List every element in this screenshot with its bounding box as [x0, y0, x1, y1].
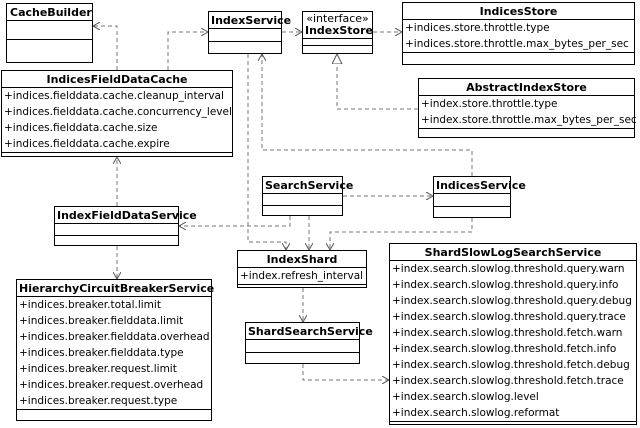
attributes-section — [263, 194, 342, 206]
link-shardsearchservice-slowlog — [302, 364, 389, 380]
operations-section — [390, 422, 636, 426]
attribute: +index.search.slowlog.threshold.query.in… — [392, 279, 619, 291]
class-name: SearchService — [263, 179, 354, 194]
attributes-section — [434, 194, 510, 207]
class-name: AbstractIndexStore — [419, 79, 634, 96]
class-name: IndexFieldDataService — [55, 209, 197, 224]
class-name: ShardSlowLogSearchService — [390, 244, 636, 261]
attribute: +index.search.slowlog.threshold.fetch.wa… — [392, 327, 623, 339]
attributes-section — [209, 29, 281, 42]
class-name: IndicesService — [434, 179, 526, 194]
attribute: +indices.breaker.request.limit — [19, 363, 177, 375]
attribute: +index.search.slowlog.threshold.fetch.in… — [392, 343, 617, 355]
class-index-field-data-service[interactable]: IndexFieldDataService — [54, 206, 197, 246]
attributes-section: +indices.breaker.total.limit +indices.br… — [17, 297, 211, 410]
attribute: +index.store.throttle.max_bytes_per_sec — [421, 114, 637, 126]
attribute: +index.search.slowlog.threshold.fetch.tr… — [392, 375, 624, 387]
attribute: +index.search.slowlog.threshold.fetch.de… — [392, 359, 630, 371]
class-abstract-index-store[interactable]: AbstractIndexStore +index.store.throttle… — [418, 78, 637, 138]
attributes-section: +index.store.throttle.type +index.store.… — [419, 96, 637, 129]
class-name: IndexService — [209, 14, 292, 29]
attribute: +indices.fielddata.cache.concurrency_lev… — [4, 106, 232, 118]
class-indices-service[interactable]: IndicesService — [433, 176, 526, 218]
class-index-shard[interactable]: IndexShard +index.refresh_interval — [237, 250, 367, 288]
link-ifdc-indexservice — [167, 32, 208, 70]
link-abstractindexstore-indexstore — [337, 54, 418, 110]
operations-section — [419, 129, 634, 136]
class-name: IndexShard — [238, 251, 366, 268]
attribute: +indices.store.throttle.type — [405, 22, 550, 34]
attribute: +indices.store.throttle.max_bytes_per_se… — [405, 38, 629, 50]
class-indices-store[interactable]: IndicesStore +indices.store.throttle.typ… — [402, 2, 635, 65]
attributes-section: +indices.fielddata.cache.cleanup_interva… — [2, 88, 232, 153]
class-name: IndexStore — [305, 24, 373, 37]
link-ifdc-cachebuilder — [93, 26, 118, 70]
operations-section — [246, 353, 359, 364]
attribute: +indices.fielddata.cache.expire — [4, 138, 170, 150]
operations-section — [303, 46, 372, 52]
stereotype-label: «interface» — [306, 12, 369, 25]
attribute: +index.search.slowlog.reformat — [392, 407, 560, 419]
link-searchservice-ifds — [179, 216, 291, 226]
attribute: +index.search.slowlog.level — [392, 391, 539, 403]
operations-section — [17, 410, 211, 414]
link-indexservice-indexshard — [247, 54, 286, 250]
attribute: +indices.fielddata.cache.cleanup_interva… — [4, 90, 224, 102]
attribute: +index.refresh_interval — [240, 270, 364, 282]
class-index-service[interactable]: IndexService — [208, 11, 292, 54]
class-indices-field-data-cache[interactable]: IndicesFieldDataCache +indices.fielddata… — [1, 70, 233, 157]
attribute: +indices.fielddata.cache.size — [4, 122, 158, 134]
class-search-service[interactable]: SearchService — [262, 176, 354, 216]
attribute: +index.search.slowlog.threshold.query.tr… — [392, 311, 626, 323]
class-name: HierarchyCircuitBreakerService — [17, 282, 215, 297]
attribute: +indices.breaker.total.limit — [19, 299, 161, 311]
operations-section — [434, 207, 510, 218]
attributes-section — [303, 39, 372, 46]
operations-section — [55, 236, 178, 246]
operations-section — [238, 285, 366, 288]
class-name: ShardSearchService — [246, 325, 373, 340]
attributes-section: +index.refresh_interval — [238, 268, 366, 285]
operations-section — [2, 153, 232, 159]
operations-section — [209, 42, 281, 54]
operations-section — [7, 40, 92, 62]
class-shard-slow-log-search-service[interactable]: ShardSlowLogSearchService +index.search.… — [389, 243, 637, 425]
class-header: «interface» IndexStore — [303, 12, 373, 39]
class-name: IndicesStore — [403, 3, 634, 20]
class-name: IndicesFieldDataCache — [2, 71, 232, 88]
attributes-section — [55, 224, 178, 236]
attribute: +indices.breaker.fielddata.overhead — [19, 331, 210, 343]
attributes-section: +index.search.slowlog.threshold.query.wa… — [390, 261, 636, 422]
attribute: +index.store.throttle.type — [421, 98, 558, 110]
attribute: +indices.breaker.request.type — [19, 395, 178, 407]
interface-index-store[interactable]: «interface» IndexStore — [302, 11, 373, 54]
attribute: +indices.breaker.request.overhead — [19, 379, 204, 391]
class-hierarchy-circuit-breaker-service[interactable]: HierarchyCircuitBreakerService +indices.… — [16, 279, 215, 421]
class-name: CacheBuilder — [7, 4, 92, 21]
attribute: +index.search.slowlog.threshold.query.de… — [392, 295, 632, 307]
attributes-section: +indices.store.throttle.type +indices.st… — [403, 20, 634, 53]
link-indicesservice-indexshard — [330, 218, 473, 250]
attribute: +index.search.slowlog.threshold.query.wa… — [392, 263, 625, 275]
attributes-section — [246, 340, 359, 353]
class-cache-builder[interactable]: CacheBuilder — [6, 3, 93, 63]
attribute: +indices.breaker.fielddata.limit — [19, 315, 184, 327]
operations-section — [403, 53, 634, 63]
attributes-section — [7, 21, 92, 40]
link-indicesservice-indexservice — [262, 54, 473, 176]
operations-section — [263, 206, 342, 216]
attribute: +indices.breaker.fielddata.type — [19, 347, 184, 359]
class-shard-search-service[interactable]: ShardSearchService — [245, 322, 373, 364]
